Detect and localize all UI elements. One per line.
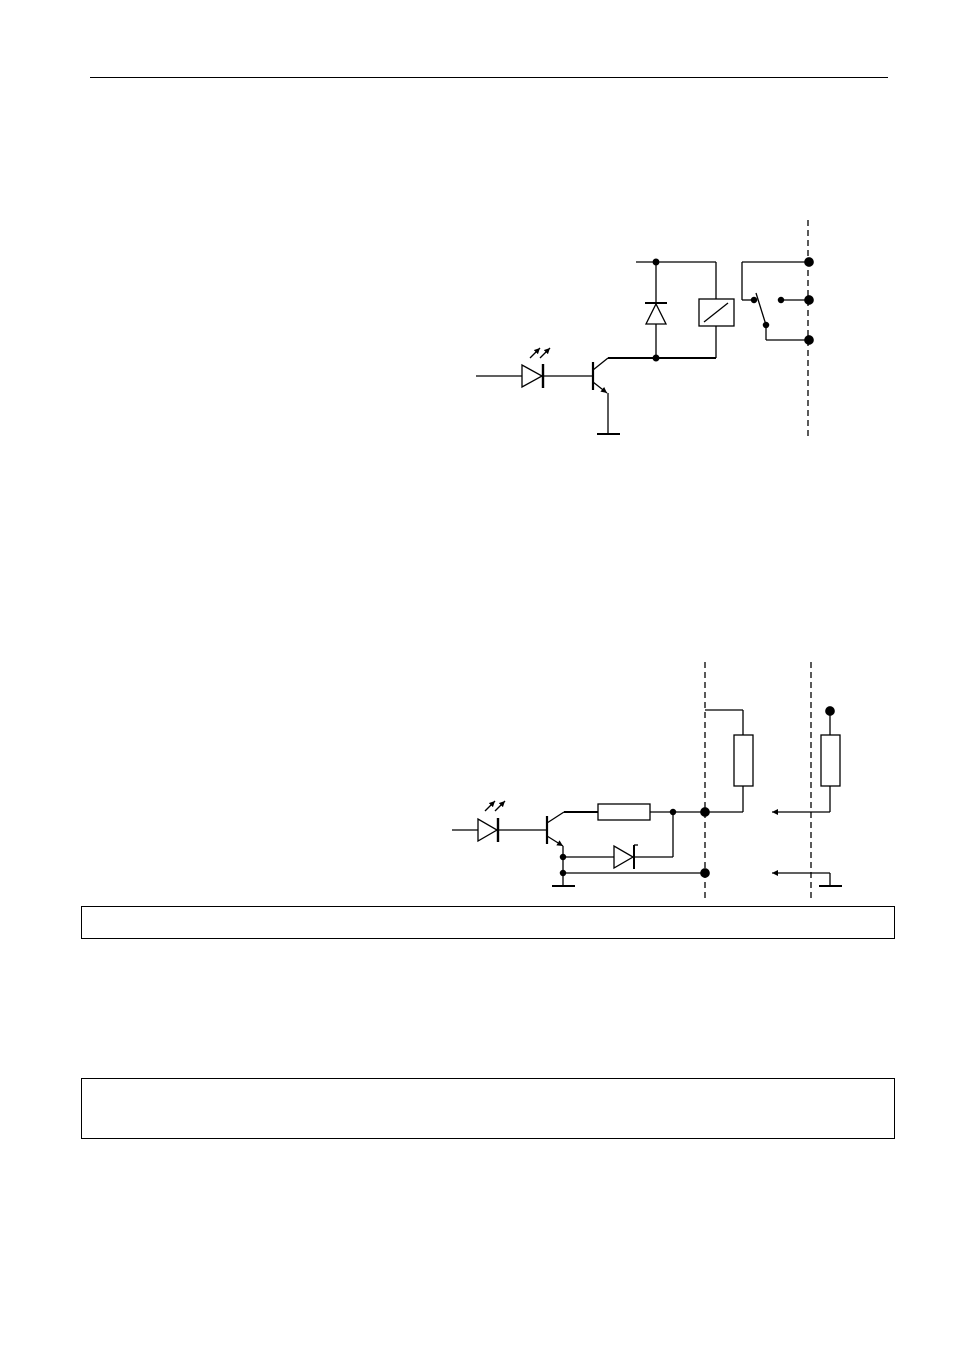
header-rule [90, 77, 888, 78]
phototransistor-icon [545, 811, 565, 847]
terminal-common [700, 868, 710, 878]
load-resistor-icon [820, 734, 841, 787]
relay-coil-icon [698, 298, 735, 327]
protection-diode-icon [613, 844, 638, 870]
series-resistor-icon [597, 803, 651, 821]
transistor-output-schematic [452, 662, 842, 902]
terminal-com [804, 295, 814, 305]
phototransistor-icon [591, 357, 609, 394]
opto-led-icon [521, 347, 551, 389]
relay-contact-icon [741, 261, 808, 341]
relay-output-schematic [476, 220, 814, 440]
terminal-nc [804, 335, 814, 345]
note-box [81, 1078, 895, 1139]
opto-led-icon [477, 800, 506, 843]
note-box [81, 906, 895, 939]
flyback-diode-icon [644, 302, 668, 325]
note-text [82, 907, 894, 923]
note-text [82, 1079, 894, 1095]
pullup-resistor-icon [733, 734, 754, 787]
terminal-no [804, 257, 814, 267]
